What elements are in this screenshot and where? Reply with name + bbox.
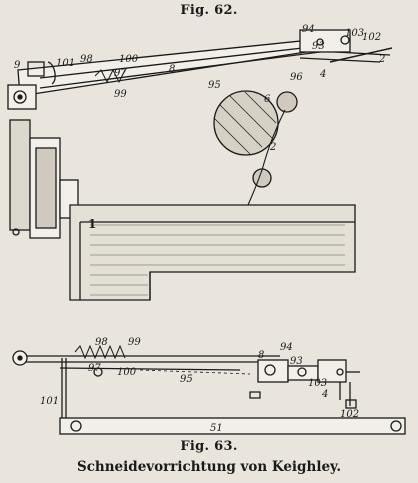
label-9: 9: [14, 60, 21, 71]
label-63-95: 95: [180, 374, 193, 385]
label-2a: 2: [378, 54, 385, 65]
label-63-94: 94: [280, 342, 293, 353]
label-63-100: 100: [117, 367, 137, 378]
label-95: 95: [208, 80, 221, 91]
bar-51: [59, 417, 406, 435]
label-2b: 2: [269, 142, 276, 153]
label-63-4: 4: [321, 389, 328, 400]
label-100: 100: [119, 54, 139, 65]
label-96: 96: [290, 72, 303, 83]
figure-caption: Schneidevorrichtung von Keighley.: [76, 459, 342, 475]
label-97: 97: [114, 68, 127, 79]
label-4: 4: [319, 69, 326, 80]
label-63-102: 102: [340, 409, 359, 420]
label-8: 8: [169, 64, 175, 75]
label-99: 99: [114, 89, 127, 100]
web-material: [247, 109, 286, 206]
label-103: 103: [345, 28, 364, 39]
label-63-51: 51: [210, 423, 223, 434]
label-102: 102: [362, 32, 381, 43]
label-63-99: 99: [128, 337, 141, 348]
figure-62-title: Fig. 62.: [180, 3, 238, 18]
label-63-8: 8: [258, 350, 264, 361]
roller-small: [276, 91, 298, 113]
label-63-103: 103: [308, 378, 327, 389]
label-101: 101: [56, 58, 75, 69]
label-63-97: 97: [88, 363, 101, 374]
lever-head: [299, 29, 351, 53]
label-93: 93: [312, 41, 325, 52]
label-6: 6: [264, 94, 271, 105]
label-94: 94: [302, 24, 315, 35]
label-63-98: 98: [95, 337, 108, 348]
label-1: 1: [88, 217, 96, 231]
label-98: 98: [80, 54, 93, 65]
label-63-93: 93: [290, 356, 303, 367]
cutter-block: [257, 359, 289, 383]
roller-large: [213, 90, 279, 156]
label-63-101: 101: [40, 396, 59, 407]
figure-63-title: Fig. 63.: [180, 439, 238, 454]
